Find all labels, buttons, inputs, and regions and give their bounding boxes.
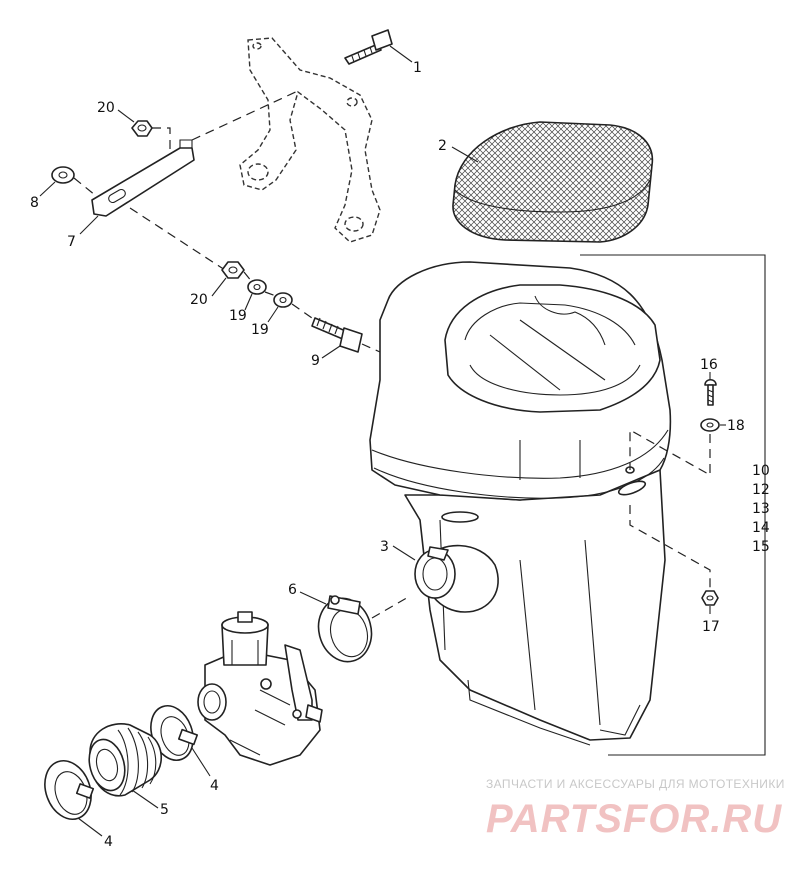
- callout-4-upper: 4: [210, 778, 219, 794]
- dash-washers: [243, 271, 313, 319]
- kit-item-15: 15: [752, 539, 770, 555]
- leader-6: [299, 591, 327, 605]
- dash-plate-down: [129, 207, 226, 271]
- callout-5: 5: [160, 802, 169, 818]
- nut-20-top: [131, 120, 153, 137]
- callout-9: 9: [311, 353, 320, 369]
- kit-item-10: 10: [752, 463, 770, 479]
- callout-7: 7: [67, 234, 76, 250]
- leader-1: [389, 45, 413, 63]
- dash-clamp-6: [371, 595, 411, 619]
- dash-nut-17: [629, 505, 711, 590]
- leader-19-b: [267, 306, 279, 323]
- leader-5: [131, 789, 159, 809]
- leader-2: [451, 146, 479, 163]
- callout-4-lower: 4: [104, 834, 113, 850]
- air-filter-element: [452, 121, 654, 243]
- watermark-tagline: ЗАПЧАСТИ И АКСЕССУАРЫ ДЛЯ МОТОТЕХНИКИ: [486, 777, 785, 791]
- washer-19-a: [247, 279, 267, 295]
- watermark: ЗАПЧАСТИ И АКСЕССУАРЫ ДЛЯ МОТОТЕХНИКИ PA…: [486, 777, 785, 841]
- nut-17: [701, 590, 719, 606]
- leader-19-a: [244, 293, 253, 311]
- callout-17: 17: [702, 619, 720, 635]
- hose-clamp-4-lower: [44, 760, 95, 820]
- mounting-plate-7: [91, 139, 195, 217]
- callout-2: 2: [438, 138, 447, 154]
- hose-clamp-4-upper: [150, 705, 199, 761]
- dash-20-top: [152, 127, 171, 160]
- leader-4-lower: [77, 817, 103, 837]
- leader-20-top: [117, 109, 135, 123]
- washer-8: [51, 166, 75, 184]
- leader-8: [39, 181, 56, 197]
- washer-18: [700, 418, 720, 432]
- kit-bracket-line: [580, 254, 766, 756]
- screw-16: [704, 378, 717, 406]
- kit-item-12: 12: [752, 482, 770, 498]
- leader-9: [321, 345, 341, 359]
- dash-plate-to-bracket: [191, 89, 301, 141]
- callout-16: 16: [700, 357, 718, 373]
- callout-8: 8: [30, 195, 39, 211]
- leader-3: [392, 545, 416, 561]
- frame-bracket: [239, 37, 381, 243]
- callout-1: 1: [413, 60, 422, 76]
- callout-18: 18: [727, 418, 745, 434]
- hose-clamp-6: [317, 595, 373, 663]
- dash-bolt-9: [361, 343, 381, 353]
- callout-19-b: 19: [251, 322, 269, 338]
- washer-19-b: [273, 292, 293, 308]
- leader-7: [79, 215, 99, 235]
- dash-screw-16: [629, 428, 711, 477]
- watermark-brand-logo: PARTSFOR.RU: [486, 797, 782, 841]
- leader-4-upper: [191, 747, 211, 777]
- nut-20-middle: [221, 261, 245, 279]
- kit-item-13: 13: [752, 501, 770, 517]
- leader-20-middle: [211, 277, 227, 297]
- dash-8: [73, 177, 96, 196]
- callout-3: 3: [380, 539, 389, 555]
- intake-boot-5: [88, 723, 163, 797]
- air-box-housing: [369, 261, 672, 746]
- callout-20-middle: 20: [190, 292, 208, 308]
- callout-19-a: 19: [229, 308, 247, 324]
- bolt-9: [311, 317, 363, 353]
- carburetor: [197, 611, 323, 766]
- callout-6: 6: [288, 582, 297, 598]
- callout-20-top: 20: [97, 100, 115, 116]
- kit-group-label: 10 12 13 14 15: [752, 463, 770, 555]
- bolt-1: [344, 29, 393, 65]
- kit-item-14: 14: [752, 520, 770, 536]
